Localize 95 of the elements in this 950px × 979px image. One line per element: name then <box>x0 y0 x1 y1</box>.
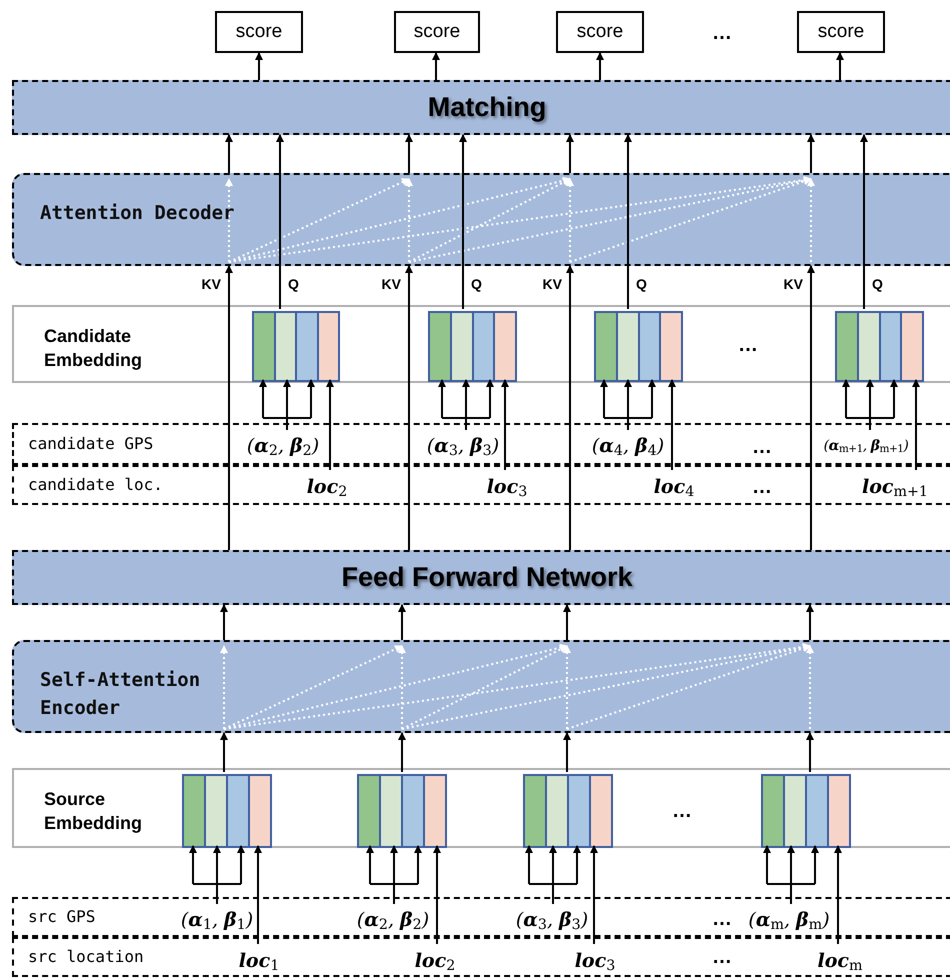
location-text: loc$_{m}$ <box>818 948 862 976</box>
ellipsis: … <box>672 799 692 824</box>
arrow <box>563 604 571 640</box>
arrow <box>860 134 868 173</box>
score-box: score <box>394 11 480 53</box>
embedding-vector <box>523 774 613 848</box>
location-text: loc$_{3}$ <box>574 948 616 976</box>
arrow <box>912 379 920 470</box>
arrow <box>807 265 815 550</box>
location-text: loc$_{2}$ <box>414 948 456 976</box>
ellipsis: … <box>752 435 772 460</box>
band-title: Matching <box>428 91 546 124</box>
ellipsis: … <box>738 333 758 358</box>
arrow <box>326 379 334 470</box>
edge-label: Q <box>286 276 301 292</box>
embedding-vector <box>357 774 447 848</box>
arrow <box>566 134 574 173</box>
arrow <box>405 134 413 173</box>
band-title: Feed Forward Network <box>341 561 633 594</box>
embedding-vector <box>182 774 272 848</box>
arrow <box>834 845 842 944</box>
attention-band <box>12 640 950 733</box>
arrow <box>220 732 228 772</box>
location-text: loc$_{4}$ <box>654 474 694 502</box>
arrow <box>566 265 574 550</box>
arrow <box>254 845 262 944</box>
arrow <box>806 732 814 772</box>
row-label: candidate GPS <box>28 433 154 455</box>
row-label: candidate loc. <box>28 474 163 496</box>
coordinate-text: (α$_{2}$, β$_{2}$) <box>246 434 320 460</box>
location-text: loc$_{3}$ <box>486 474 528 502</box>
embedding-vector <box>428 311 517 382</box>
coordinate-text: (α$_{3}$, β$_{3}$) <box>426 434 500 460</box>
arrow <box>220 604 228 640</box>
arrow <box>276 134 284 173</box>
row-label: src location <box>28 946 144 968</box>
arrow <box>433 845 441 944</box>
arrow <box>501 379 509 470</box>
arrow <box>563 732 571 772</box>
row-label: src GPS <box>28 906 96 928</box>
coordinate-text: (α$_{m+1}$, β$_{m+1}$) <box>824 436 908 456</box>
edge-label: KV <box>782 276 805 292</box>
score-box: score <box>797 11 885 53</box>
input-row <box>12 937 950 977</box>
ellipsis: … <box>712 21 732 46</box>
coordinate-text: (α$_{3}$, β$_{3}$) <box>516 908 588 934</box>
score-box: score <box>215 11 303 53</box>
arrow <box>432 52 440 80</box>
coordinate-text: (α$_{1}$, β$_{1}$) <box>180 908 254 934</box>
embedding-vector <box>761 774 851 848</box>
input-row <box>12 465 950 505</box>
layer-band <box>12 80 950 135</box>
embedding-vector <box>252 311 340 382</box>
arrow <box>836 52 844 80</box>
layer-band <box>12 550 950 605</box>
ellipsis: … <box>712 907 732 932</box>
attention-band <box>12 173 950 266</box>
input-row <box>12 897 950 937</box>
edge-label: KV <box>540 276 564 292</box>
arrow <box>405 265 413 550</box>
embedding-vector <box>835 311 924 382</box>
band-title: Self-Attention Encoder <box>40 668 202 721</box>
arrow <box>596 52 604 80</box>
input-row <box>12 423 950 465</box>
coordinate-text: (α$_{4}$, β$_{4}$) <box>592 434 664 460</box>
ellipsis: … <box>712 945 732 970</box>
location-text: loc$_{1}$ <box>238 948 280 976</box>
arrow <box>225 265 233 550</box>
arrow <box>255 52 263 80</box>
arrow <box>807 134 815 173</box>
location-text: loc$_{2}$ <box>306 474 348 502</box>
arrow <box>590 845 598 944</box>
coordinate-text: (α$_{m}$, β$_{m}$) <box>748 908 830 934</box>
arrow <box>398 732 406 772</box>
band-title: Attention Decoder <box>40 201 236 226</box>
edge-label: Q <box>870 276 885 292</box>
arrow <box>668 379 676 470</box>
coordinate-text: (α$_{2}$, β$_{2}$) <box>356 908 430 934</box>
ellipsis: … <box>752 475 772 500</box>
arrow <box>624 134 632 173</box>
embedding-panel <box>12 768 950 848</box>
edge-label: Q <box>634 276 649 292</box>
arrow <box>225 134 233 173</box>
embedding-vector <box>594 311 683 382</box>
embedding-panel <box>12 305 950 383</box>
arrow <box>459 134 467 173</box>
panel-title: Candidate Embedding <box>44 325 143 372</box>
edge-label: KV <box>200 276 223 292</box>
score-box: score <box>556 11 644 53</box>
panel-title: Source Embedding <box>44 788 143 835</box>
arrow <box>806 604 814 640</box>
edge-label: KV <box>380 276 403 292</box>
location-text: loc$_{m+1}$ <box>862 474 928 502</box>
edge-label: Q <box>469 276 484 292</box>
arrow <box>398 604 406 640</box>
